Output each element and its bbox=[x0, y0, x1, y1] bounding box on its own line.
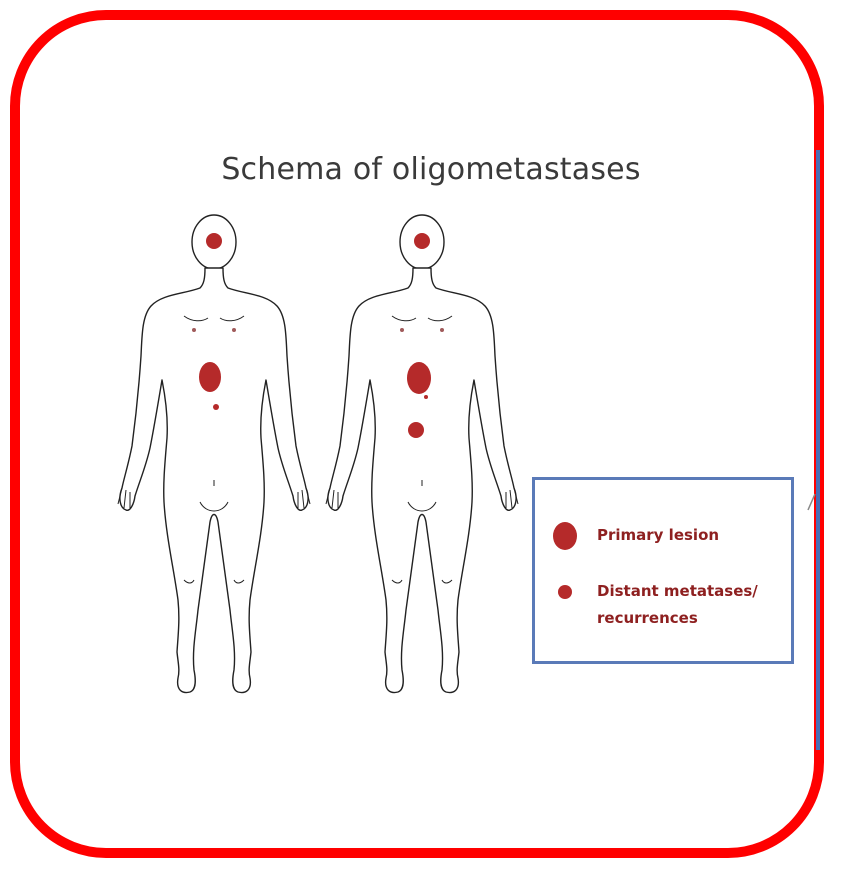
right-small-metastasis bbox=[424, 395, 428, 399]
primary-lesion-icon bbox=[545, 518, 585, 554]
legend-box: Primary lesion Distant metatases/ recurr… bbox=[532, 477, 794, 664]
legend-row-primary: Primary lesion bbox=[545, 518, 719, 554]
left-head-metastasis bbox=[206, 233, 222, 249]
right-abdomen-metastasis bbox=[408, 422, 424, 438]
right-body-figure bbox=[326, 215, 518, 692]
right-head-metastasis bbox=[414, 233, 430, 249]
legend-row-metastases: Distant metatases/ recurrences bbox=[545, 578, 758, 632]
left-primary-lesion bbox=[199, 362, 221, 392]
left-abdomen-metastasis bbox=[213, 404, 219, 410]
left-body-figure bbox=[118, 215, 310, 692]
legend-label-primary: Primary lesion bbox=[597, 522, 719, 549]
legend-label-metastases-line2: recurrences bbox=[597, 605, 758, 632]
metastasis-icon bbox=[545, 578, 585, 608]
right-primary-lesion bbox=[407, 362, 431, 394]
legend-label-metastases-line1: Distant metatases/ bbox=[597, 578, 758, 605]
